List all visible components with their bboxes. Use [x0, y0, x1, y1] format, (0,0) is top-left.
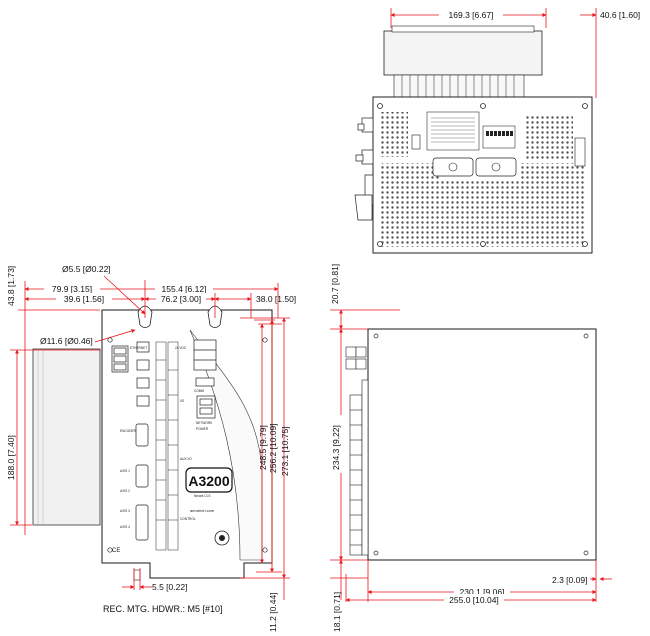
dim-h3: 273.1 [10.75] — [280, 426, 290, 476]
logo-sub: Nmark CLS — [194, 494, 210, 498]
dim-top-depth: 40.6 [1.60] — [600, 10, 640, 20]
dim-h1: 248.5 [9.79] — [258, 425, 268, 470]
ground-symbol — [214, 530, 230, 546]
vent-area-upper-right — [525, 115, 573, 160]
panel-label-0: ETHERNET — [130, 346, 147, 350]
dim-hole-offset: 39.6 [1.56] — [64, 294, 104, 304]
dim-right-offset: 38.0 [1.50] — [256, 294, 296, 304]
side-body — [367, 328, 597, 561]
panel-label-11: AUX I/O — [180, 457, 192, 461]
mounting-hardware-note: REC. MTG. HDWR.: M5 [#10] — [103, 604, 223, 614]
dim-slot-width: 5.5 [0.22] — [152, 582, 187, 592]
ce-mark: CE — [112, 548, 120, 554]
panel-label-1: 24 VDC — [175, 346, 187, 350]
dim-side-top: 20.7 [0.81] — [330, 264, 340, 304]
dim-side-height: 234.3 [9.22] — [331, 425, 341, 470]
dim-overall-width: 155.4 [6.12] — [162, 284, 207, 294]
heatsink-fins — [383, 25, 543, 98]
vent-area-top — [380, 112, 408, 157]
panel-label-3: ENCODER — [120, 429, 137, 433]
panel-label-2: I/O — [180, 399, 185, 403]
status-panel — [193, 339, 217, 419]
dim-left-height: 188.0 [7.40] — [6, 435, 16, 480]
panel-label-5: AXIS 1 — [120, 469, 130, 473]
panel-swoosh — [189, 329, 263, 561]
front-heatsink — [32, 348, 101, 526]
dim-left-width: 79.9 [3.15] — [52, 284, 92, 294]
screws-top-view — [377, 103, 588, 247]
dim-top-width: 169.3 [6.67] — [449, 10, 494, 20]
dim-mount-dia: Ø11.6 [Ø0.46] — [40, 336, 93, 346]
dim-hole-spacing: 76.2 [3.00] — [161, 294, 201, 304]
panel-label-7: AXIS 3 — [120, 509, 130, 513]
vent-area-mid — [440, 180, 520, 247]
top-view — [354, 25, 593, 254]
panel-label-6: AXIS 2 — [120, 489, 130, 493]
fan-slot-right — [475, 157, 517, 177]
power-connector — [111, 345, 129, 373]
vent-area-left — [380, 163, 440, 247]
dim-side-bottom: 18.1 [0.71] — [332, 592, 342, 632]
side-tab-right — [574, 137, 586, 167]
dim-side-edge: 2.3 [0.09] — [552, 575, 587, 585]
connector-block-top — [411, 134, 421, 150]
side-view — [345, 328, 597, 561]
ethernet-ports — [136, 341, 150, 407]
a3200-logo: A3200 Nmark CLS aerotech.com — [185, 467, 233, 513]
dim-side-depth1: 230.1 [9.06] — [460, 587, 505, 597]
dim-hole-dia: Ø5.5 [Ø0.22] — [62, 264, 111, 274]
logo-url: aerotech.com — [190, 508, 215, 513]
warning-label — [426, 111, 480, 151]
terminal-strip — [155, 341, 179, 551]
dsub-connectors — [135, 423, 149, 541]
panel-label-12: CONTROL — [180, 517, 196, 521]
panel-label-4: COMM — [194, 389, 204, 393]
panel-label-8: AXIS 4 — [120, 525, 130, 529]
vent-area-right — [520, 163, 585, 247]
fan-slot-left — [432, 157, 474, 177]
logo-text: A3200 — [188, 473, 229, 489]
dip-switch-label — [482, 125, 516, 149]
side-connectors — [354, 117, 374, 221]
dim-side-depth2: 255.0 [10.04] — [449, 595, 499, 605]
dim-top-offset: 43.8 [1.73] — [6, 266, 16, 306]
panel-label-9: NETWORK — [196, 421, 213, 425]
dim-h2: 256.2 [10.09] — [268, 423, 278, 473]
front-view-dimensions — [10, 275, 290, 600]
panel-label-10: POWER — [196, 427, 209, 431]
front-view: ETHERNET 24 VDC I/O ENCODER COMM AXIS 1 … — [32, 305, 273, 581]
dim-bottom-offset: 11.2 [0.44] — [268, 592, 278, 632]
side-connectors-stack — [345, 346, 369, 556]
